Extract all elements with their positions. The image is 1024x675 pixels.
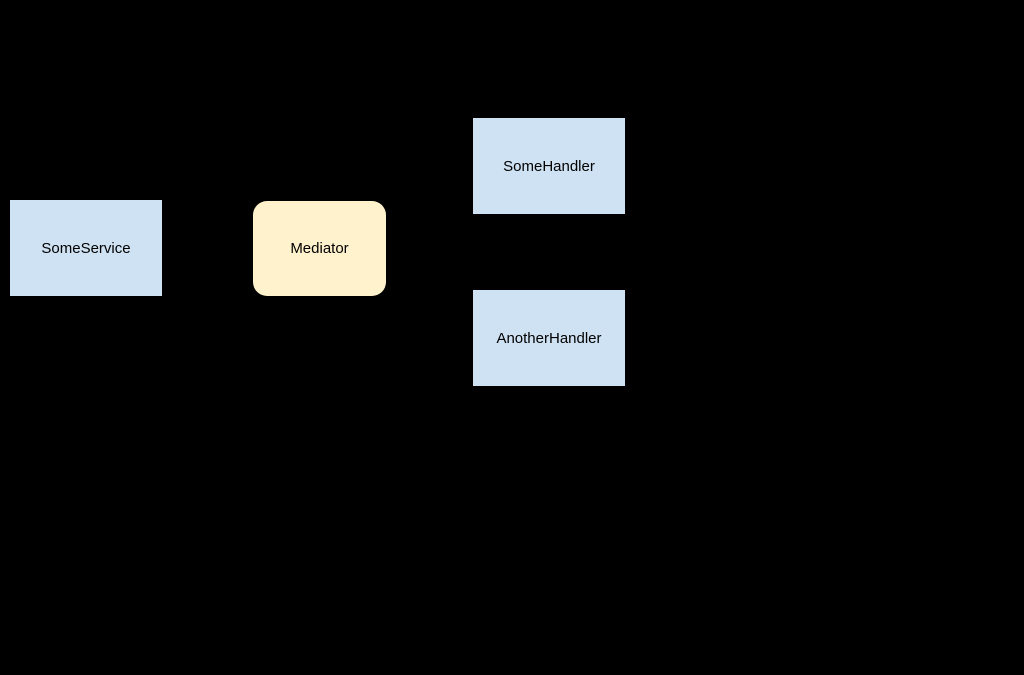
node-somehandler: SomeHandler (473, 118, 625, 214)
node-mediator: Mediator (253, 201, 386, 296)
node-mediator-label: Mediator (290, 240, 349, 257)
node-someservice: SomeService (10, 200, 162, 296)
node-anotherhandler-label: AnotherHandler (496, 329, 602, 347)
node-somehandler-label: SomeHandler (503, 157, 595, 175)
node-someservice-label: SomeService (41, 239, 131, 257)
node-anotherhandler: AnotherHandler (473, 290, 625, 386)
